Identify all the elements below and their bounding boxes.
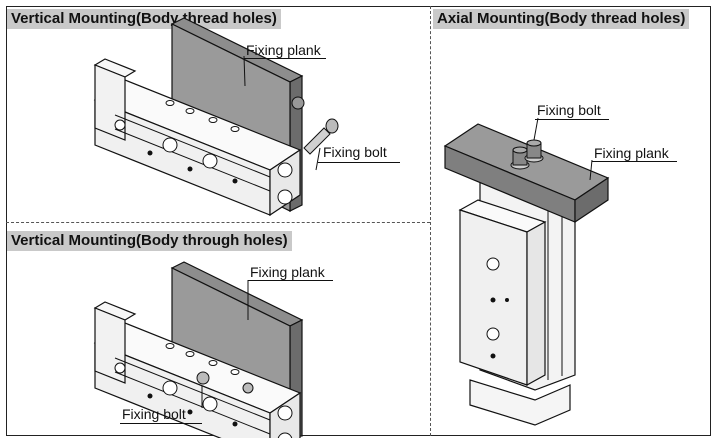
diagram-frame: [6, 6, 711, 436]
underline-bolt-bottom-left: [120, 423, 202, 424]
fixing-bolt-bottom-left: [196, 371, 254, 394]
leader-bolt-top-left: [315, 147, 321, 171]
title-vertical-thread: Vertical Mounting(Body thread holes): [7, 9, 281, 29]
leader-plank-right: [589, 159, 593, 181]
title-vertical-through: Vertical Mounting(Body through holes): [7, 231, 292, 251]
underline-plank-top-left: [244, 58, 326, 59]
underline-bolt-right: [535, 119, 609, 120]
slide-unit-axial: [458, 161, 576, 426]
fixing-bolt-right: [510, 139, 544, 170]
leader-bolt-right: [533, 117, 539, 141]
title-axial-thread: Axial Mounting(Body thread holes): [433, 9, 690, 29]
label-fixing-plank-bottom-left: Fixing plank: [250, 264, 325, 280]
panel-divider-horizontal: [6, 222, 430, 223]
underline-plank-bottom-left: [248, 280, 333, 281]
label-fixing-plank-top-left: Fixing plank: [246, 42, 321, 58]
label-fixing-bolt-right: Fixing bolt: [537, 102, 601, 118]
fixing-bolt-top-left: [291, 96, 339, 155]
label-fixing-plank-right: Fixing plank: [594, 145, 669, 161]
label-fixing-bolt-top-left: Fixing bolt: [323, 144, 387, 160]
underline-plank-right: [592, 161, 677, 162]
label-fixing-bolt-bottom-left: Fixing bolt: [122, 406, 186, 422]
leader-plank-top-left: [243, 55, 246, 87]
panel-divider-vertical: [430, 6, 431, 436]
underline-bolt-top-left: [318, 162, 400, 163]
